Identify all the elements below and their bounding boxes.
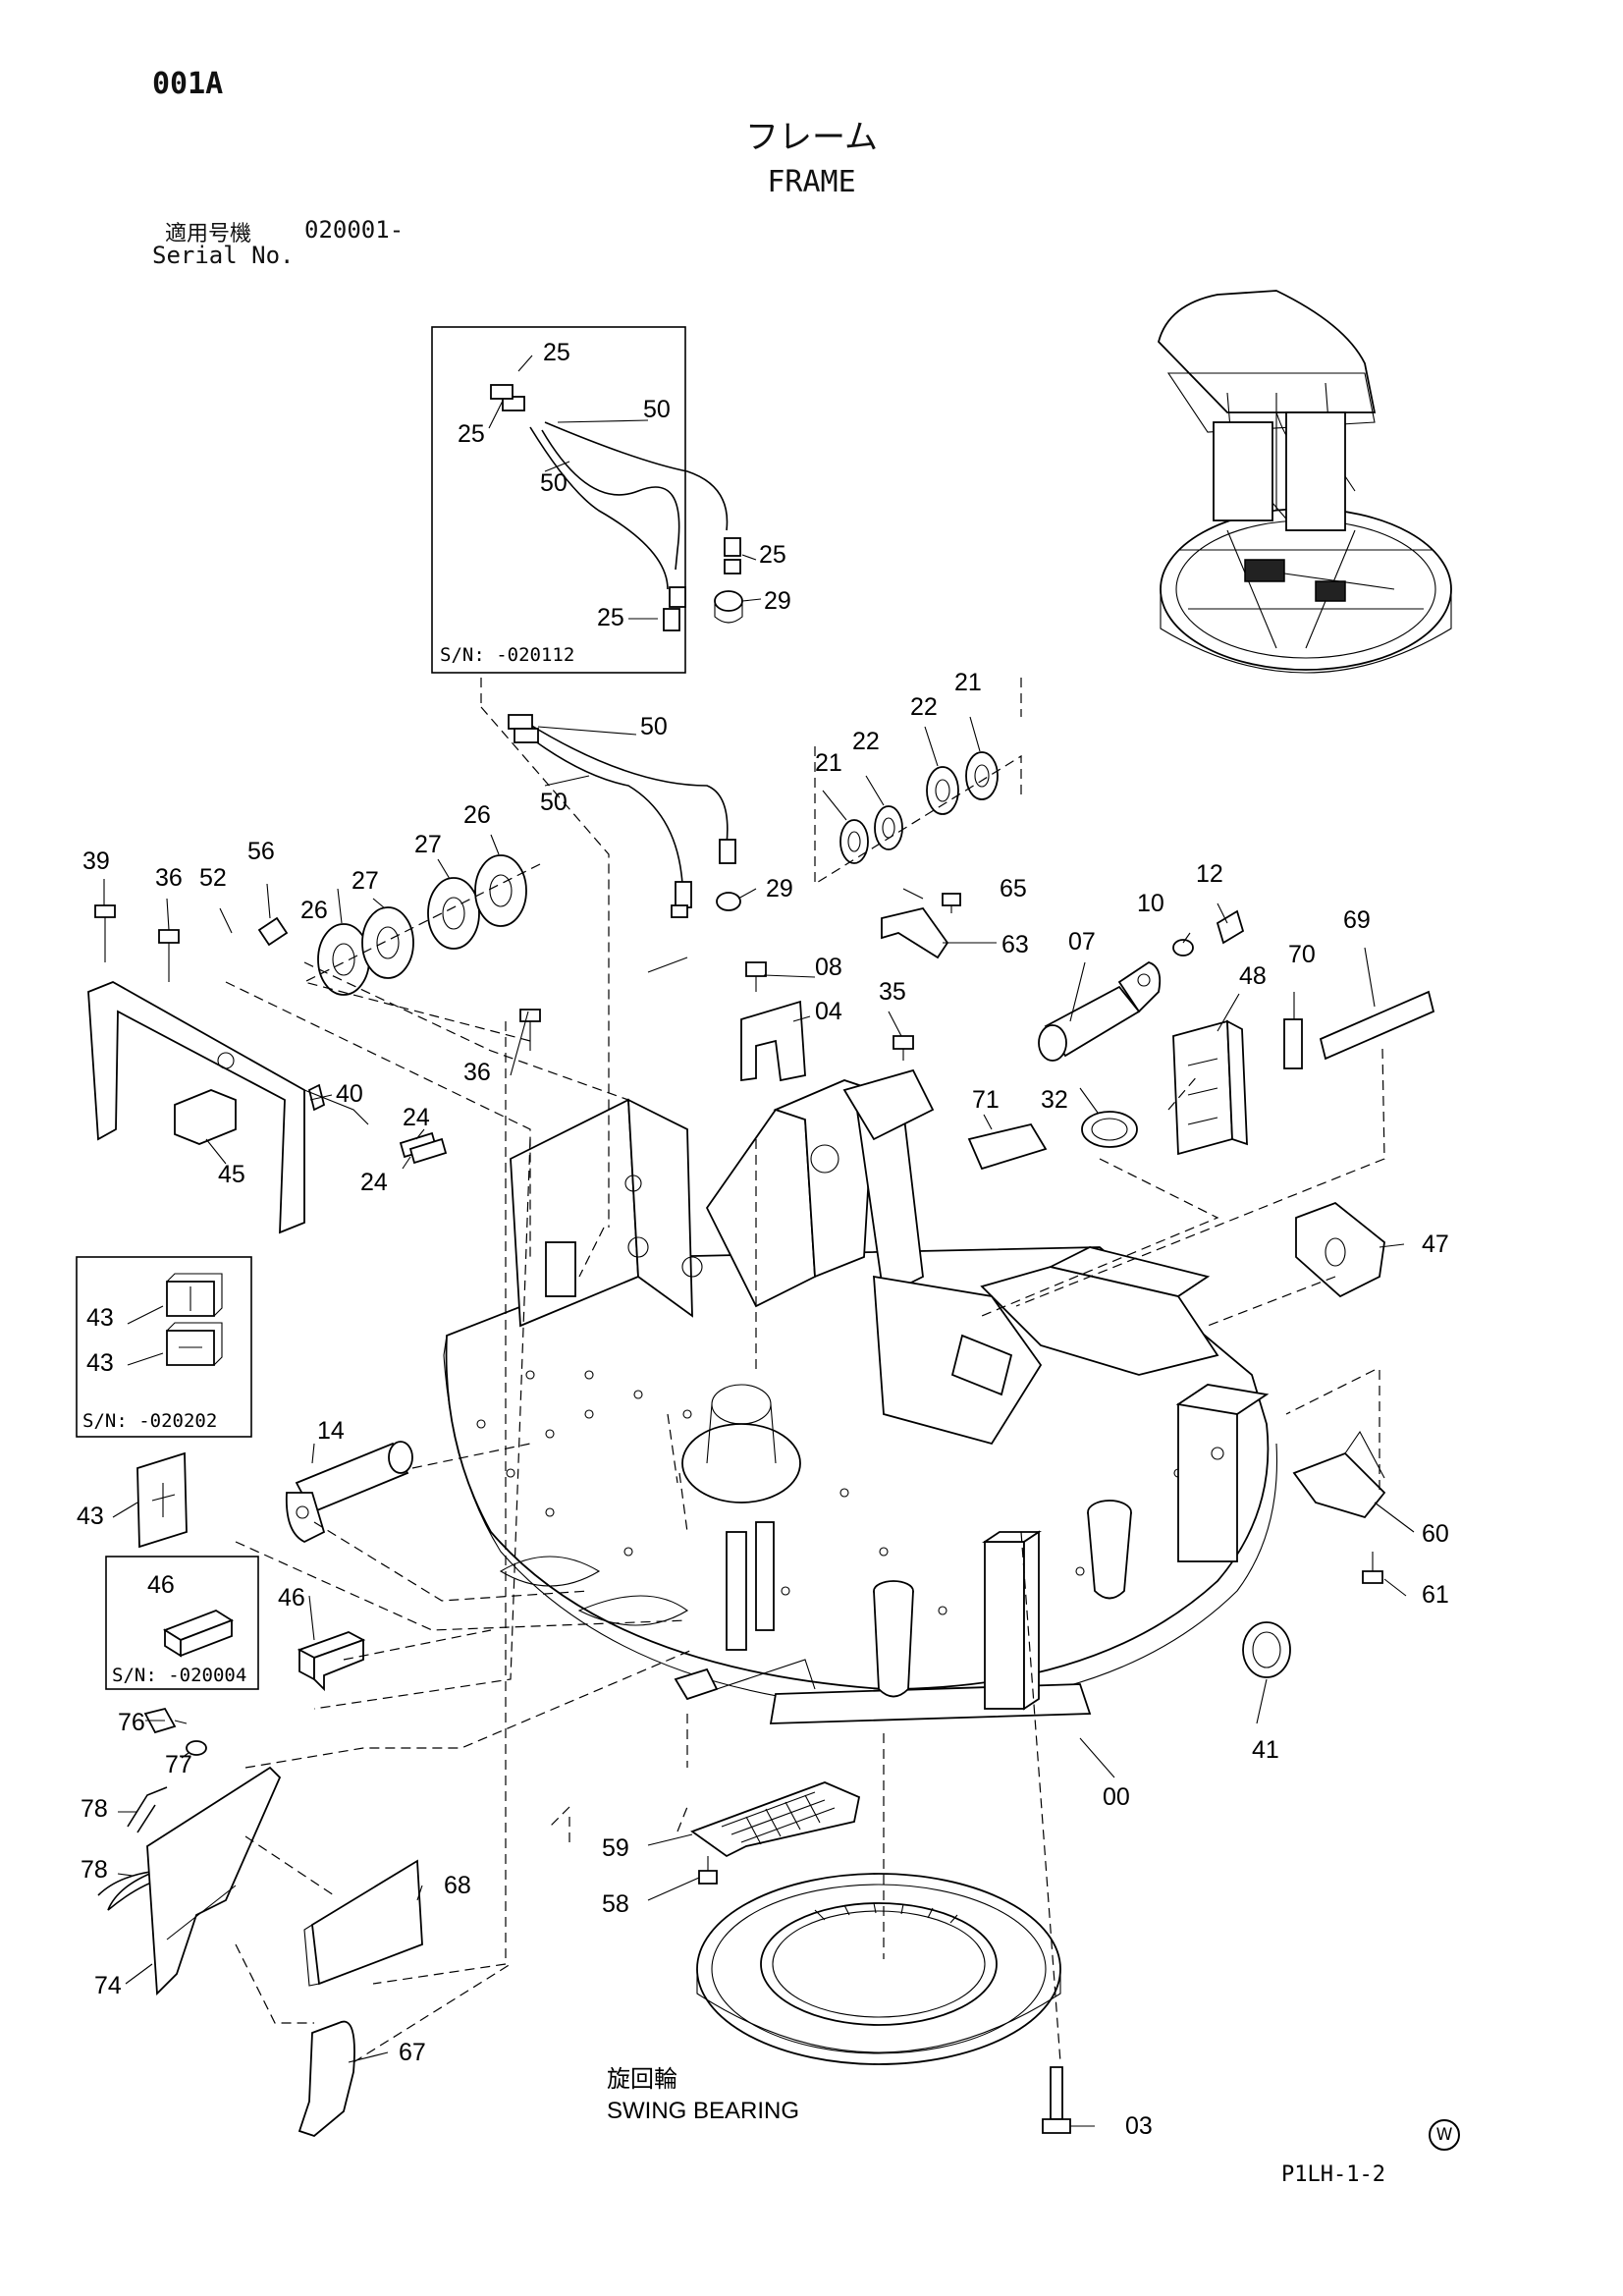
callout-29: 29 — [766, 875, 793, 902]
callout-45: 45 — [218, 1161, 245, 1188]
callout-43: 43 — [77, 1503, 104, 1530]
callout-22: 22 — [852, 728, 880, 755]
callout-41: 41 — [1252, 1736, 1279, 1764]
callout-10: 10 — [1137, 890, 1164, 917]
loose-parts — [87, 714, 1435, 2138]
callout-36: 36 — [463, 1059, 491, 1086]
callout-50: 50 — [540, 469, 568, 497]
pad-inset-box — [76, 1256, 252, 1438]
pad-inset-serial-note: S/N: -020202 — [82, 1410, 217, 1432]
callout-14: 14 — [317, 1417, 345, 1445]
callout-74: 74 — [94, 1972, 122, 1999]
callout-59: 59 — [602, 1834, 629, 1862]
callout-67: 67 — [399, 2039, 426, 2066]
callout-22: 22 — [910, 693, 938, 721]
callout-63: 63 — [1001, 931, 1029, 958]
hose-inset-box — [431, 326, 743, 674]
callout-39: 39 — [82, 847, 110, 875]
callout-35: 35 — [879, 978, 906, 1006]
block-inset-serial-note: S/N: -020004 — [112, 1665, 246, 1686]
callout-24: 24 — [360, 1169, 388, 1196]
callout-47: 47 — [1422, 1230, 1449, 1258]
swing-bearing-label-japanese: 旋回輪 — [607, 2066, 677, 2093]
callout-68: 68 — [444, 1872, 471, 1899]
callout-32: 32 — [1041, 1086, 1068, 1114]
callouts: 25 25 50 50 25 25 29 50 50 29 21 22 22 2… — [77, 339, 1449, 2140]
callout-78: 78 — [81, 1795, 108, 1823]
swing-bearing-label: SWING BEARING — [607, 2098, 799, 2124]
callout-25: 25 — [759, 541, 786, 569]
callout-60: 60 — [1422, 1520, 1449, 1548]
callout-29: 29 — [764, 587, 791, 615]
serial-label: Serial No. — [152, 242, 295, 269]
callout-50: 50 — [540, 789, 568, 816]
callout-26: 26 — [300, 897, 328, 924]
callout-61: 61 — [1422, 1581, 1449, 1609]
callout-70: 70 — [1288, 941, 1316, 968]
page-title: FRAME — [767, 165, 856, 199]
callout-77: 77 — [165, 1751, 192, 1778]
callout-40: 40 — [336, 1080, 363, 1108]
w-mark: W — [1429, 2119, 1460, 2151]
callout-71: 71 — [972, 1086, 1000, 1114]
callout-52: 52 — [199, 864, 227, 892]
block-inset-box — [105, 1556, 259, 1690]
callout-46: 46 — [147, 1571, 175, 1599]
leader-lines — [103, 355, 1415, 2127]
serial-label-japanese: 適用号機 — [165, 222, 252, 246]
callout-25: 25 — [543, 339, 570, 366]
callout-03: 03 — [1125, 2112, 1153, 2140]
callout-12: 12 — [1196, 860, 1223, 888]
page-code: 001A — [152, 67, 224, 101]
drawing-code: P1LH-1-2 — [1281, 2162, 1385, 2187]
callout-24: 24 — [403, 1104, 430, 1131]
serial-number-range: 020001- — [304, 216, 405, 244]
callout-26: 26 — [463, 801, 491, 829]
callout-46: 46 — [278, 1584, 305, 1612]
callout-21: 21 — [815, 749, 842, 777]
callout-48: 48 — [1239, 962, 1267, 990]
callout-21: 21 — [954, 669, 982, 696]
callout-50: 50 — [643, 396, 671, 423]
callout-00: 00 — [1103, 1783, 1130, 1811]
callout-50: 50 — [640, 713, 668, 740]
callout-78: 78 — [81, 1856, 108, 1884]
callout-65: 65 — [1000, 875, 1027, 902]
callout-27: 27 — [352, 867, 379, 895]
callout-27: 27 — [414, 831, 442, 858]
callout-08: 08 — [815, 954, 842, 981]
callout-56: 56 — [247, 838, 275, 865]
callout-25: 25 — [458, 420, 485, 448]
page-title-japanese: フレーム — [745, 118, 878, 157]
main-frame-assembly — [443, 1068, 1278, 1724]
callout-58: 58 — [602, 1890, 629, 1918]
callout-76: 76 — [118, 1709, 145, 1736]
callout-43: 43 — [86, 1304, 114, 1332]
callout-36: 36 — [155, 864, 183, 892]
callout-04: 04 — [815, 998, 842, 1025]
callout-07: 07 — [1068, 928, 1096, 956]
callout-43: 43 — [86, 1349, 114, 1377]
callout-69: 69 — [1343, 906, 1371, 934]
hose-inset-serial-note: S/N: -020112 — [440, 644, 574, 666]
callout-25: 25 — [597, 604, 624, 631]
machine-overview-illustration — [1157, 290, 1452, 674]
